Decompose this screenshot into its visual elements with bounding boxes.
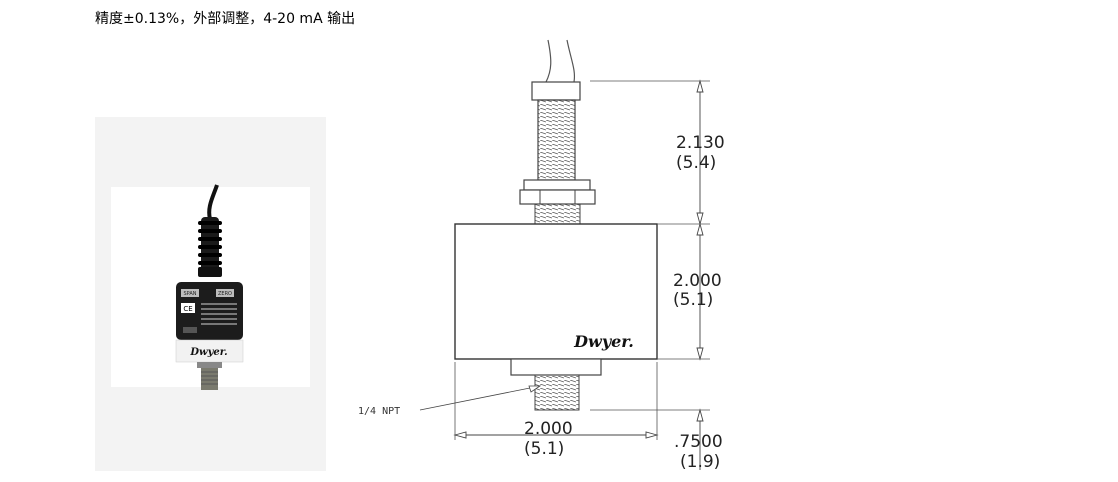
- dim-width-inches: 2.000: [524, 419, 573, 439]
- drawing-nut-top: [523, 179, 591, 191]
- product-photo: SPAN ZERO CE Dwyer.: [95, 117, 326, 471]
- photo-zero-label-bg: [216, 289, 234, 297]
- drawing-cable: [545, 39, 576, 83]
- photo-spec-line: [201, 323, 237, 325]
- drawing-body: [454, 223, 658, 360]
- drawing-thread-top: [534, 203, 581, 225]
- photo-spec-line: [201, 313, 237, 315]
- drawing-spring: [537, 99, 576, 181]
- dimension-drawing: Dwyer. 1/4 NPT 2.130 (5.4) 2.000 (5.1) 2…: [358, 39, 725, 472]
- drawing-bottom-thread: [534, 374, 580, 411]
- npt-leader: [419, 385, 542, 411]
- drawing-brand-logo: Dwyer.: [573, 332, 634, 351]
- vertical-dimension: [696, 79, 704, 470]
- dim-fitting-inches: .7500: [674, 432, 723, 452]
- photo-span-label-bg: [181, 289, 199, 297]
- dim-top-inches: 2.130: [676, 133, 725, 153]
- photo-ce-label-bg: [181, 303, 195, 313]
- dim-fitting-cm: (1.9): [680, 452, 720, 472]
- photo-spec-line: [201, 308, 237, 310]
- photo-spec-line: [201, 303, 237, 305]
- dim-body-inches: 2.000: [673, 271, 722, 291]
- dim-width-cm: (5.1): [524, 439, 564, 459]
- dim-body-cm: (5.1): [673, 290, 713, 310]
- drawing-nut: [519, 189, 596, 205]
- drawing-bottom-hex: [510, 358, 602, 376]
- dim-top-cm: (5.4): [676, 153, 716, 173]
- photo-zero-label: ZERO: [218, 291, 232, 297]
- photo-span-label: SPAN: [183, 291, 196, 297]
- photo-cable: [207, 184, 219, 220]
- npt-label: 1/4 NPT: [358, 406, 400, 417]
- photo-thread: [201, 368, 218, 390]
- drawing-gland-cap: [531, 81, 581, 101]
- photo-hex: [197, 362, 222, 368]
- photo-brand-logo: Dwyer.: [189, 347, 227, 358]
- photo-strain-relief: [198, 217, 222, 277]
- extension-lines: [454, 80, 710, 440]
- photo-spec-line: [201, 318, 237, 320]
- width-dimension: [453, 431, 659, 439]
- photo-ce-label: CE: [183, 305, 192, 313]
- transmitter-photo: SPAN ZERO CE Dwyer.: [175, 184, 244, 390]
- photo-tag: [183, 327, 197, 333]
- caption-text: 精度±0.13%，外部调整，4-20 mA 输出: [95, 11, 356, 27]
